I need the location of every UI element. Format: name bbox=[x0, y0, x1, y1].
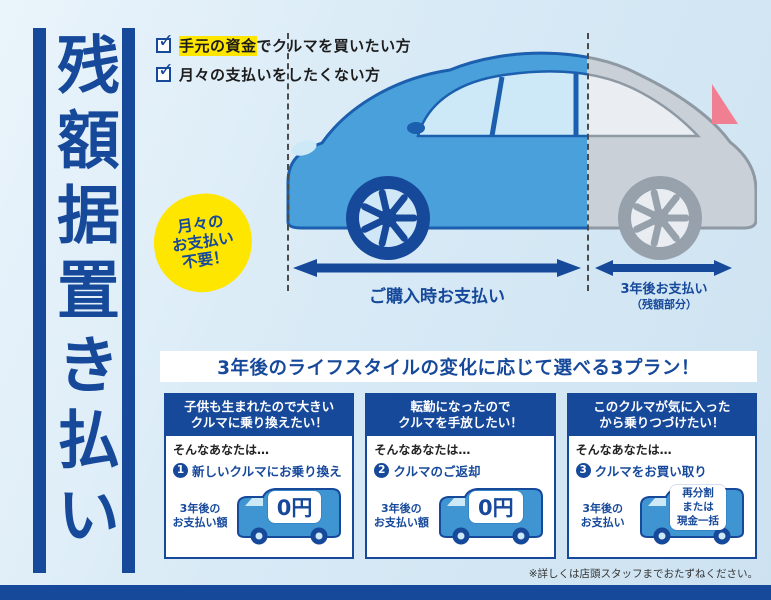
price-box: 0円 bbox=[469, 491, 523, 524]
title-left-bar bbox=[33, 28, 46, 573]
rear-wheel-icon bbox=[618, 176, 702, 260]
plan-lead: そんなあなたは… bbox=[173, 442, 270, 457]
headlight bbox=[291, 140, 317, 156]
checklist-item-1: ✓ 手元の資金でクルマを買いたい方 bbox=[156, 30, 411, 56]
plans-banner: 3年後のライフスタイルの変化に応じて選べる3プラン！ bbox=[160, 351, 757, 382]
plan-header: 転勤になったので クルマを手放したい！ bbox=[367, 395, 554, 436]
car-illustration bbox=[286, 51, 757, 260]
divider-dashed-line-right bbox=[587, 33, 589, 291]
plan-body: そんなあなたは… 3 クルマをお買い取り bbox=[569, 436, 755, 480]
van-illustration-wrap: 再分割 または 現金一括 bbox=[634, 483, 750, 549]
highlighted-text: 手元の資金 bbox=[179, 36, 257, 56]
plan-lead: そんなあなたは… bbox=[374, 442, 471, 457]
plan-action-text: クルマをお買い取り bbox=[594, 463, 707, 479]
plan-price-area: 3年後の お支払い額 0円 bbox=[166, 480, 352, 558]
plan-header: 子供も生まれたので大きい クルマに乗り換えたい！ bbox=[166, 395, 353, 436]
purchase-arrow-icon bbox=[293, 259, 581, 277]
residual-label-main: 3年後お支払い bbox=[620, 282, 708, 297]
plan-number-badge: 3 bbox=[575, 462, 591, 478]
check-icon: ✓ bbox=[158, 59, 174, 81]
van-illustration-wrap: 0円 bbox=[231, 483, 347, 549]
checklist-text-1: 手元の資金でクルマを買いたい方 bbox=[179, 35, 411, 56]
plan-number-badge: 1 bbox=[173, 462, 188, 478]
price-label: 3年後の お支払い bbox=[580, 501, 625, 530]
side-mirror bbox=[407, 122, 425, 134]
plan-action-text: クルマのご返却 bbox=[393, 463, 481, 479]
plan-action: 3 クルマをお買い取り bbox=[575, 461, 748, 480]
taillight bbox=[712, 84, 738, 124]
plan-action-text: 新しいクルマにお乗り換え bbox=[192, 463, 342, 479]
van-illustration-wrap: 0円 bbox=[432, 483, 548, 549]
plan-number-badge: 2 bbox=[374, 462, 390, 478]
checklist-text-2: 月々の支払いをしたくない方 bbox=[179, 66, 381, 84]
plan-action: 2 クルマのご返却 bbox=[374, 461, 546, 480]
checkbox-icon: ✓ bbox=[156, 30, 174, 53]
page-title: 残額据置き払い bbox=[47, 32, 120, 557]
plan-card-2: 転勤になったので クルマを手放したい！ そんなあなたは… 2 クルマのご返却 3… bbox=[365, 393, 556, 559]
price-box: 0円 bbox=[267, 491, 322, 524]
plan-header: このクルマが気に入った から乗りつづけたい！ bbox=[568, 395, 755, 436]
footer-note: ※詳しくは店頭スタッフまでおたずねください。 bbox=[528, 568, 758, 580]
front-wheel-icon bbox=[346, 176, 430, 260]
bottom-bar bbox=[0, 585, 771, 600]
plan-lead: そんなあなたは… bbox=[575, 442, 672, 457]
plan-cards: 子供も生まれたので大きい クルマに乗り換えたい！ そんなあなたは… 1 新しいク… bbox=[164, 393, 757, 559]
check-icon: ✓ bbox=[158, 30, 174, 52]
residual-payment-label: 3年後お支払い （残額部分） bbox=[589, 282, 739, 312]
title-right-bar bbox=[122, 28, 135, 573]
price-label: 3年後の お支払い額 bbox=[373, 501, 429, 530]
plan-body: そんなあなたは… 1 新しいクルマにお乗り換え bbox=[166, 436, 352, 480]
plan-body: そんなあなたは… 2 クルマのご返却 bbox=[367, 436, 553, 480]
purchase-payment-label: ご購入時お支払い bbox=[369, 287, 505, 307]
checklist-item-2: ✓ 月々の支払いをしたくない方 bbox=[156, 59, 381, 85]
price-label: 3年後の お支払い額 bbox=[172, 501, 228, 530]
no-monthly-payment-badge: 月々の お支払い 不要！ bbox=[147, 187, 259, 299]
car-rear-section bbox=[587, 55, 757, 230]
plan-card-1: 子供も生まれたので大きい クルマに乗り換えたい！ そんなあなたは… 1 新しいク… bbox=[164, 393, 355, 559]
plain-text: でクルマを買いたい方 bbox=[256, 37, 412, 55]
plan-action: 1 新しいクルマにお乗り換え bbox=[173, 461, 345, 480]
badge-text: 月々の お支払い 不要！ bbox=[170, 212, 235, 272]
price-box: 再分割 または 現金一括 bbox=[669, 485, 726, 531]
a-pillar bbox=[489, 76, 505, 137]
checkbox-icon: ✓ bbox=[156, 59, 174, 82]
car-front-section bbox=[286, 51, 587, 230]
residual-label-sub: （残額部分） bbox=[631, 298, 697, 312]
residual-arrow-icon bbox=[595, 260, 732, 276]
plan-card-3: このクルマが気に入った から乗りつづけたい！ そんなあなたは… 3 クルマをお買… bbox=[566, 393, 757, 559]
divider-dashed-line-left bbox=[287, 33, 289, 291]
plan-price-area: 3年後の お支払い 再分割 または 現金一括 bbox=[569, 480, 755, 558]
plan-price-area: 3年後の お支払い額 0円 bbox=[367, 480, 553, 558]
